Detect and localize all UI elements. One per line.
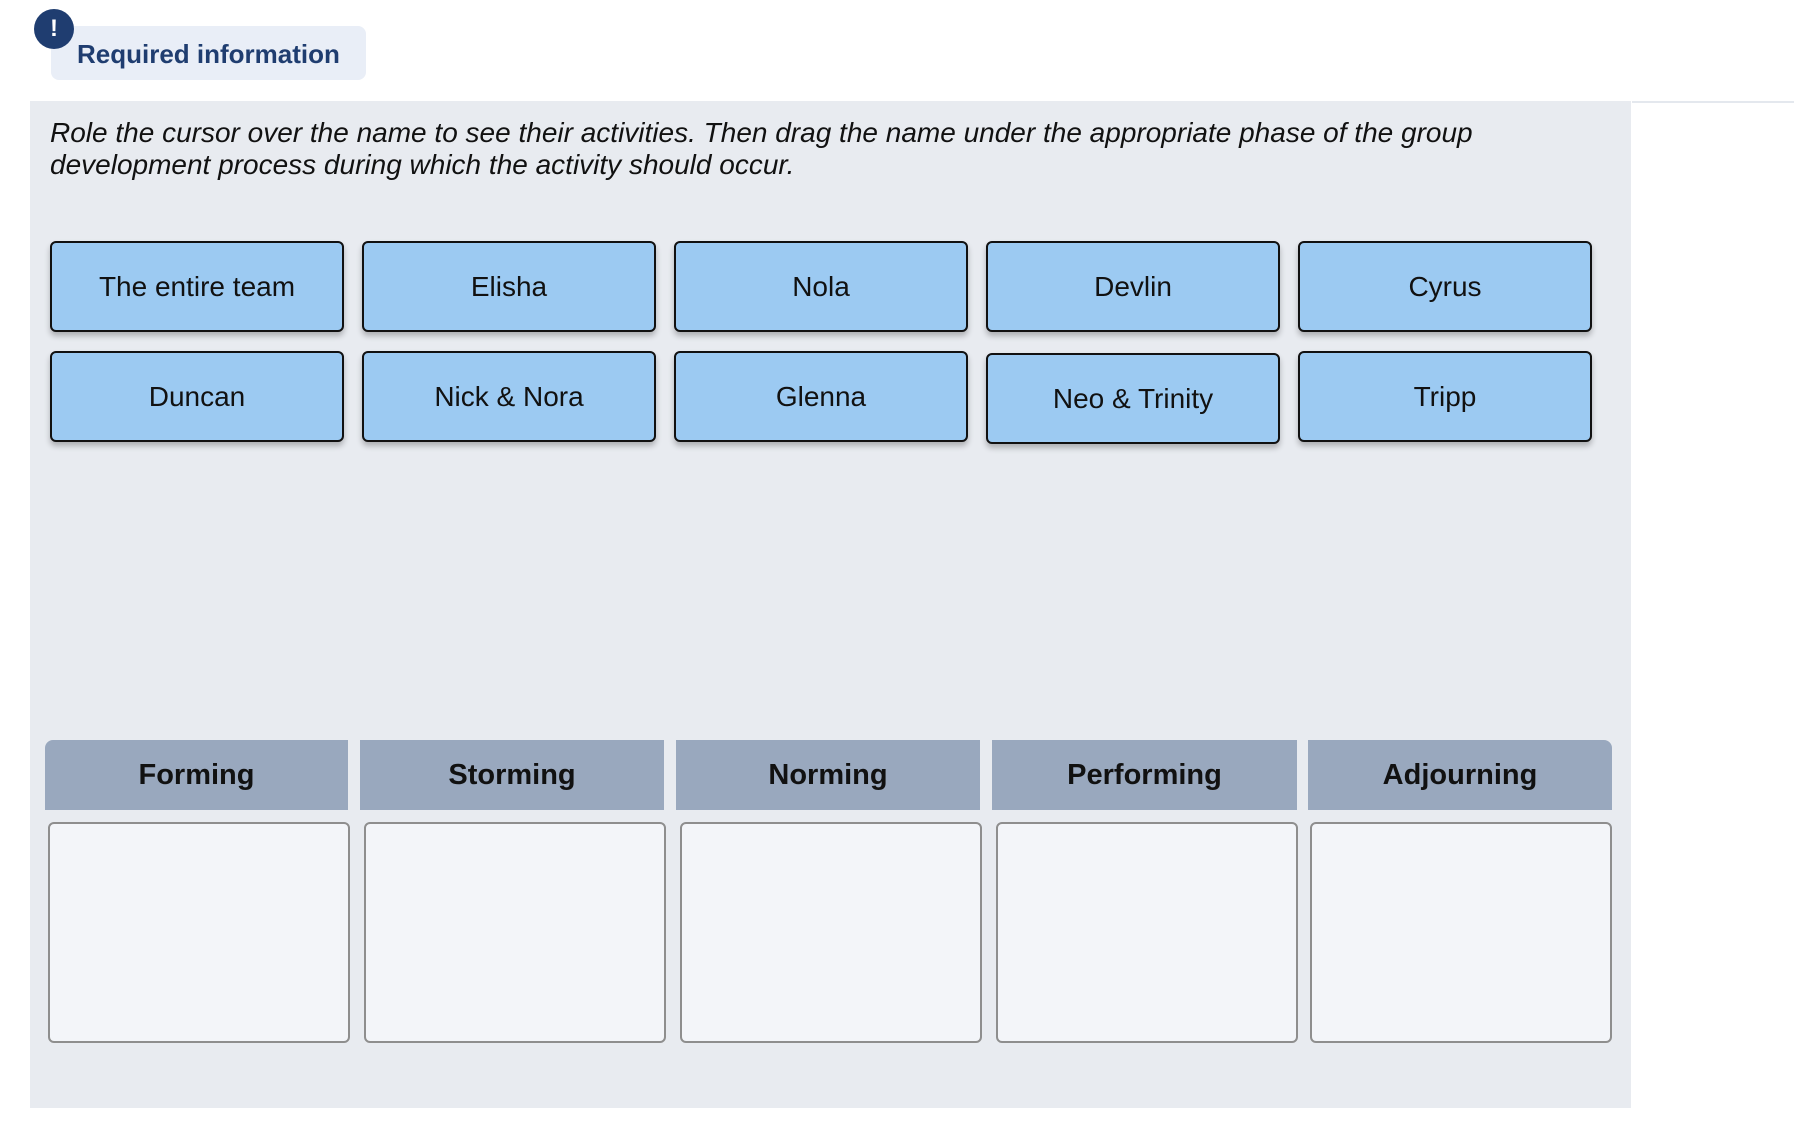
name-card-tripp[interactable]: Tripp — [1298, 351, 1592, 442]
cropped-heading — [110, 0, 790, 4]
name-card-neo-and-trinity[interactable]: Neo & Trinity — [986, 353, 1280, 444]
phase-header-performing: Performing — [992, 740, 1297, 810]
name-card-devlin[interactable]: Devlin — [986, 241, 1280, 332]
name-card-the-entire-team[interactable]: The entire team — [50, 241, 344, 332]
phase-header-storming: Storming — [360, 740, 664, 810]
drop-zone-adjourning[interactable] — [1310, 822, 1612, 1043]
drop-zone-norming[interactable] — [680, 822, 982, 1043]
drop-zone-performing[interactable] — [996, 822, 1298, 1043]
name-card-elisha[interactable]: Elisha — [362, 241, 656, 332]
name-card-glenna[interactable]: Glenna — [674, 351, 968, 442]
phase-header-norming: Norming — [676, 740, 980, 810]
phase-header-adjourning: Adjourning — [1308, 740, 1612, 810]
name-card-nola[interactable]: Nola — [674, 241, 968, 332]
drop-zone-forming[interactable] — [48, 822, 350, 1043]
name-card-cyrus[interactable]: Cyrus — [1298, 241, 1592, 332]
divider — [1632, 101, 1794, 103]
phase-header-forming: Forming — [45, 740, 348, 810]
exclamation-icon: ! — [34, 9, 74, 49]
drop-zone-storming[interactable] — [364, 822, 666, 1043]
drag-and-drop-panel: Role the cursor over the name to see the… — [30, 101, 1631, 1108]
instructions-text: Role the cursor over the name to see the… — [50, 117, 1473, 180]
name-card-duncan[interactable]: Duncan — [50, 351, 344, 442]
required-information-label: Required information — [77, 39, 340, 69]
name-card-nick-and-nora[interactable]: Nick & Nora — [362, 351, 656, 442]
required-information-badge: Required information — [51, 26, 366, 80]
